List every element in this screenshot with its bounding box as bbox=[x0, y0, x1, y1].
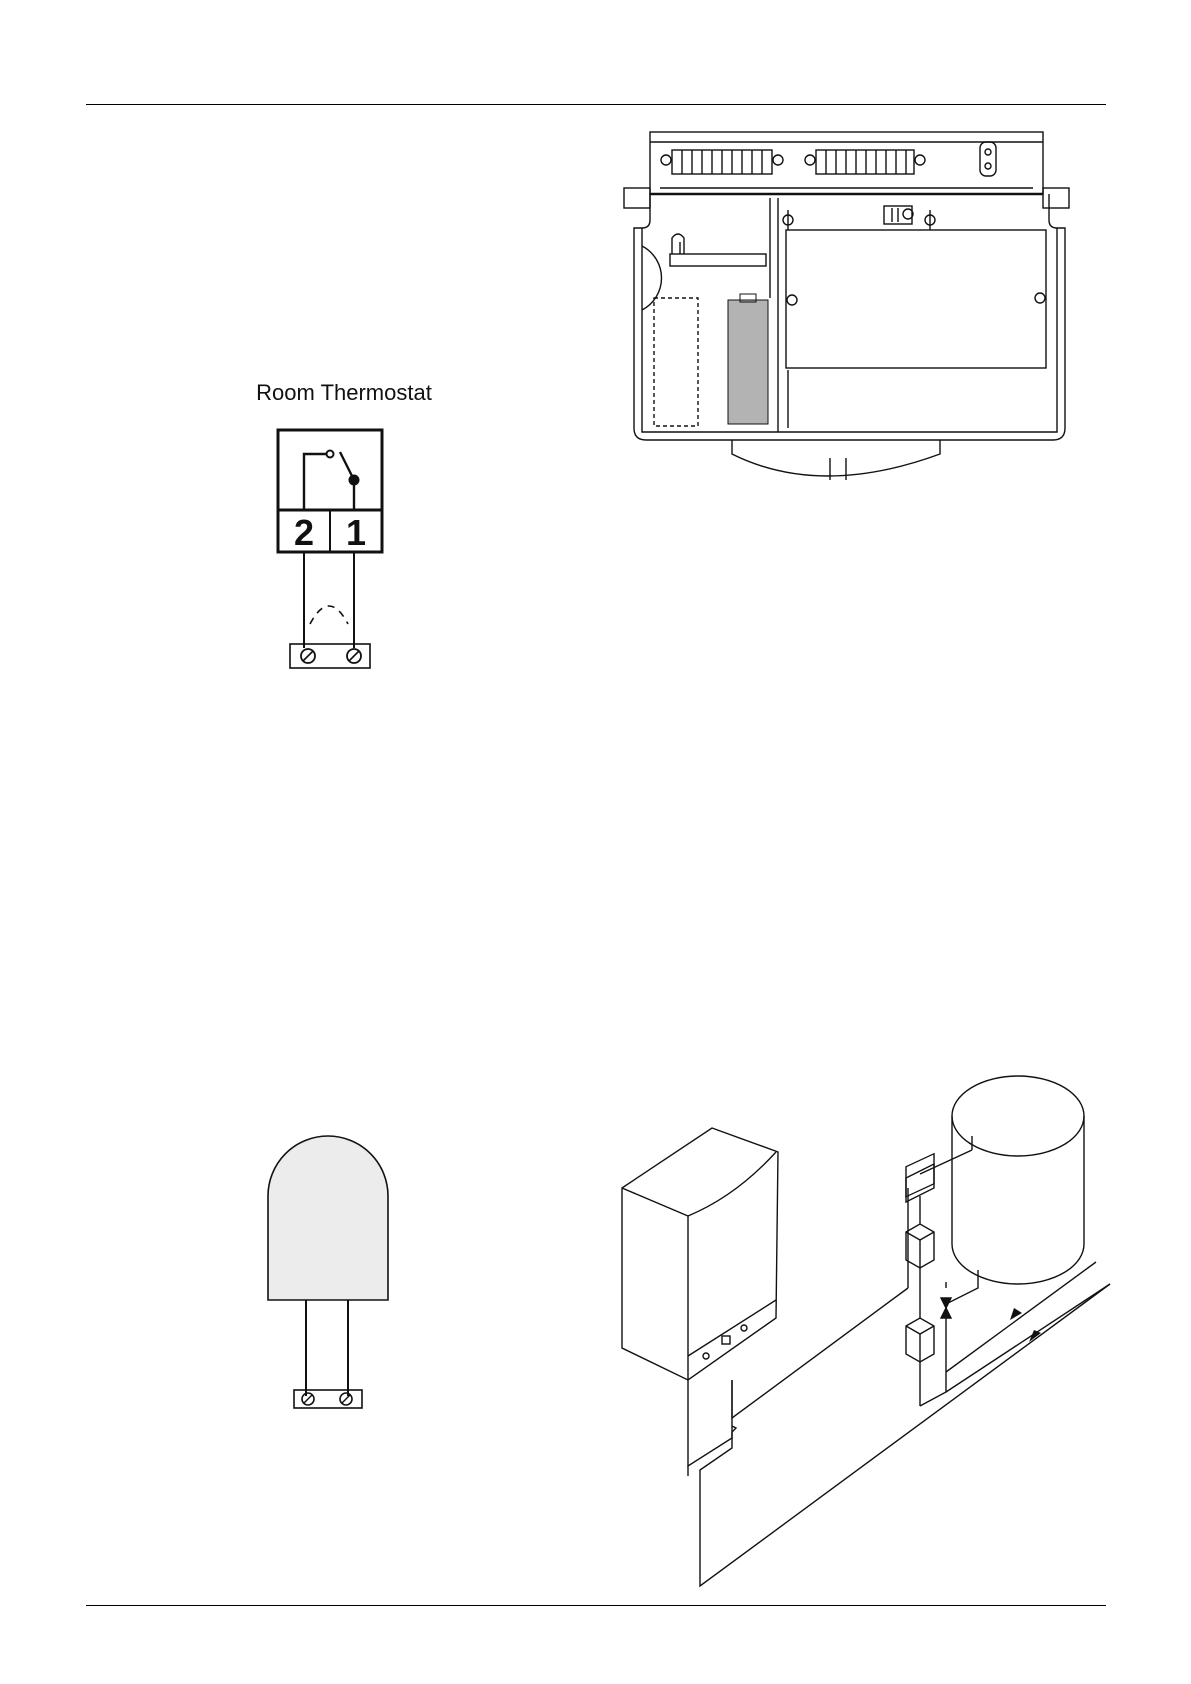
screw-terminal-icon bbox=[290, 644, 370, 668]
terminal-strip-left bbox=[661, 150, 783, 174]
terminal-1-label: 1 bbox=[346, 512, 366, 553]
header-rule bbox=[86, 104, 1106, 105]
room-thermostat-title: Room Thermostat bbox=[236, 380, 452, 406]
valve-icon bbox=[941, 1298, 951, 1318]
boiler bbox=[622, 1128, 778, 1380]
terminal-2-label: 2 bbox=[294, 512, 314, 553]
screw-terminal-icon bbox=[294, 1390, 362, 1408]
sensor-diagram bbox=[266, 1136, 396, 1408]
terminal-strip-right bbox=[805, 150, 925, 174]
shaded-pcb bbox=[728, 300, 768, 424]
right-board bbox=[786, 230, 1046, 368]
hot-water-cylinder bbox=[952, 1076, 1084, 1284]
system-installation-diagram bbox=[616, 1056, 1116, 1606]
room-thermostat-diagram: 2 1 bbox=[276, 428, 406, 670]
control-box-diagram bbox=[620, 128, 1080, 488]
switch-icon bbox=[304, 451, 359, 511]
footer-rule bbox=[86, 1605, 1106, 1606]
